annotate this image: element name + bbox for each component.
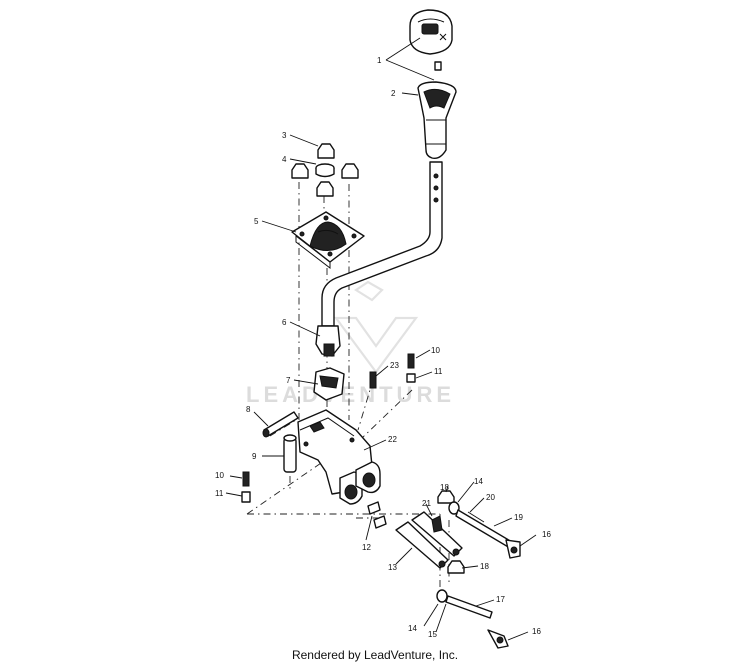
callout-9: 9 xyxy=(252,452,257,461)
shift-gate xyxy=(313,367,345,401)
nut xyxy=(291,143,359,197)
boot-plate xyxy=(291,211,365,270)
callout-18-upper: 18 xyxy=(440,483,449,492)
washer xyxy=(315,163,335,178)
callout-12: 12 xyxy=(362,543,371,552)
callout-21: 21 xyxy=(422,499,431,508)
callout-23: 23 xyxy=(390,361,399,370)
callout-18-lower: 18 xyxy=(480,562,489,571)
detent-spring xyxy=(242,353,415,487)
callout-4: 4 xyxy=(282,155,287,164)
shift-knob xyxy=(409,9,453,55)
rod-end xyxy=(436,501,460,603)
lever-pivot xyxy=(315,325,341,357)
callout-22: 22 xyxy=(388,435,397,444)
callout-leaders xyxy=(225,37,537,641)
callout-2: 2 xyxy=(391,89,396,98)
seal xyxy=(367,501,387,529)
rendered-by-credit: Rendered by LeadVenture, Inc. xyxy=(291,648,459,662)
watermark-text: LEADVENTURE xyxy=(246,382,455,407)
callout-5: 5 xyxy=(254,217,259,226)
callout-7: 7 xyxy=(286,376,291,385)
shift-rail xyxy=(395,511,463,569)
callout-20: 20 xyxy=(486,493,495,502)
callout-14-lower: 14 xyxy=(408,624,417,633)
callout-13: 13 xyxy=(388,563,397,572)
callout-16-lower: 16 xyxy=(532,627,541,636)
callout-10-upper: 10 xyxy=(431,346,440,355)
callout-11-upper: 11 xyxy=(434,367,443,376)
detent-pin xyxy=(369,371,377,389)
callout-11-lower: 11 xyxy=(215,489,224,498)
callout-6: 6 xyxy=(282,318,287,327)
callout-16-upper: 16 xyxy=(542,530,551,539)
pin xyxy=(262,411,299,438)
knob-set-screw xyxy=(434,61,442,71)
rail-pin xyxy=(431,515,443,533)
shift-housing xyxy=(297,409,381,505)
jam-nut xyxy=(437,490,465,574)
leadventure-watermark: LEADVENTURE xyxy=(246,280,455,407)
callout-labels: 1 2 3 4 5 6 7 8 9 10 10 11 11 12 13 14 1… xyxy=(215,56,551,639)
callout-3: 3 xyxy=(282,131,287,140)
callout-1: 1 xyxy=(377,56,382,65)
shift-boot xyxy=(417,81,457,160)
callout-14-upper: 14 xyxy=(474,477,483,486)
detent-ball xyxy=(241,373,416,503)
bushing xyxy=(283,434,297,473)
callout-17: 17 xyxy=(496,595,505,604)
callout-15: 15 xyxy=(428,630,437,639)
ball-joint xyxy=(487,539,521,649)
callout-10-lower: 10 xyxy=(215,471,224,480)
callout-19: 19 xyxy=(514,513,523,522)
callout-8: 8 xyxy=(246,405,251,414)
